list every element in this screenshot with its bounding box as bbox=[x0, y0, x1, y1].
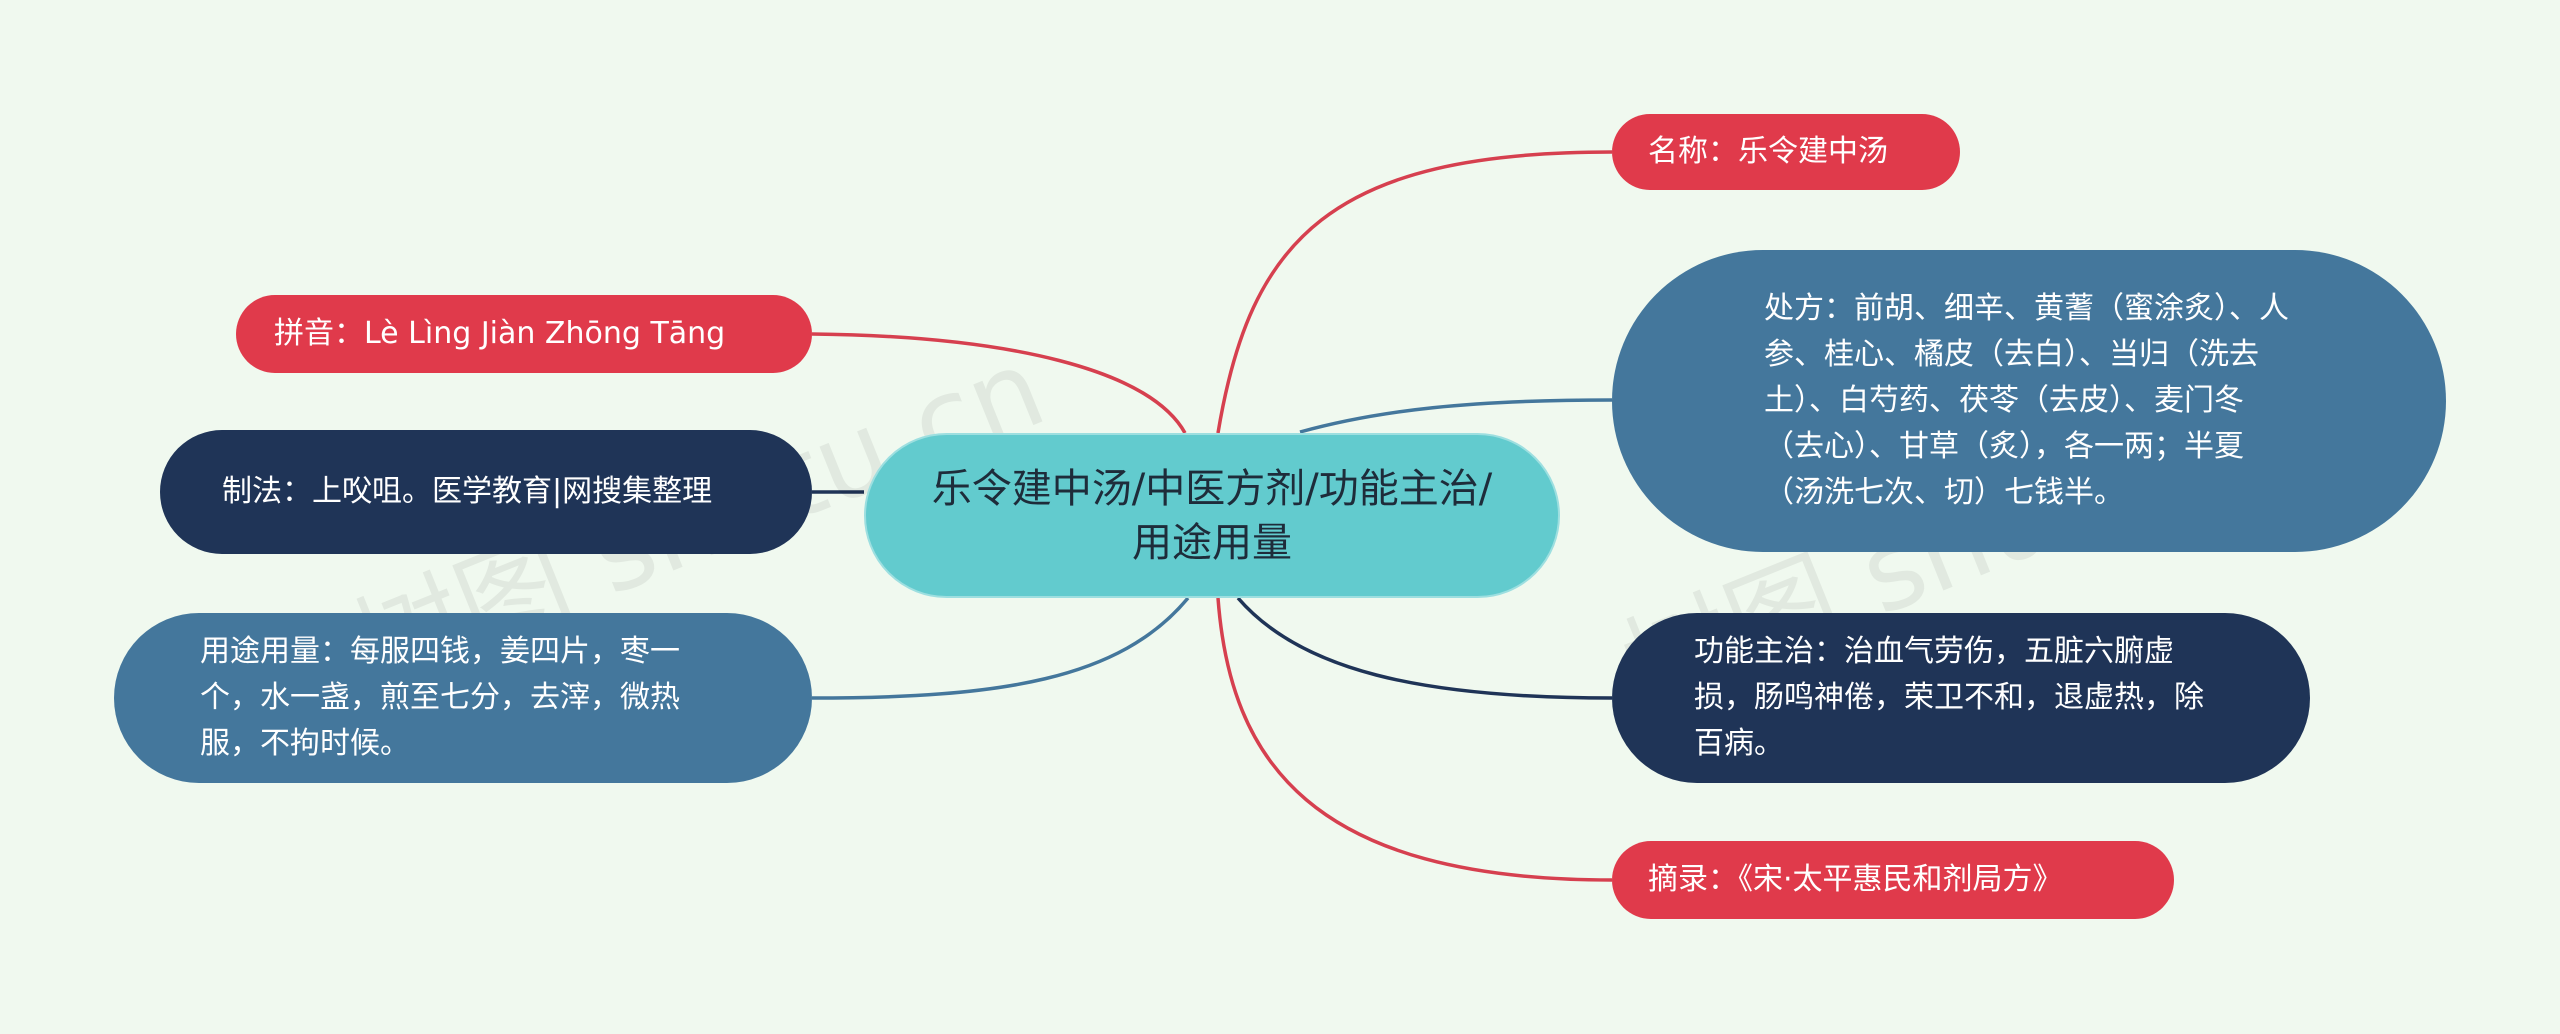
node-pinyin[interactable]: 拼音：Lè Lìng Jiàn Zhōng Tāng bbox=[236, 295, 812, 373]
central-topic-label: 乐令建中汤/中医方剂/功能主治/用途用量 bbox=[931, 465, 1493, 566]
node-method-label: 制法：上㕮咀。医学教育|网搜集整理 bbox=[222, 474, 713, 509]
node-usage[interactable]: 用途用量：每服四钱，姜四片，枣一个，水一盏，煎至七分，去滓，微热服，不拘时候。 bbox=[114, 613, 812, 783]
connector-pinyin bbox=[811, 332, 1187, 434]
connector-function bbox=[1236, 596, 1613, 700]
central-topic[interactable]: 乐令建中汤/中医方剂/功能主治/用途用量 bbox=[864, 433, 1560, 598]
node-formula[interactable]: 处方：前胡、细辛、黄蓍（蜜涂炙）、人参、桂心、橘皮（去白）、当归（洗去土）、白芍… bbox=[1612, 250, 2446, 552]
node-usage-label: 用途用量：每服四钱，姜四片，枣一个，水一盏，煎至七分，去滓，微热服，不拘时候。 bbox=[200, 634, 680, 761]
connector-name bbox=[1216, 150, 1613, 434]
node-formula-label: 处方：前胡、细辛、黄蓍（蜜涂炙）、人参、桂心、橘皮（去白）、当归（洗去土）、白芍… bbox=[1764, 291, 2289, 510]
node-name[interactable]: 名称：乐令建中汤 bbox=[1612, 114, 1960, 190]
connector-excerpt bbox=[1216, 597, 1613, 882]
node-excerpt[interactable]: 摘录：《宋·太平惠民和剂局方》 bbox=[1612, 841, 2174, 919]
node-method[interactable]: 制法：上㕮咀。医学教育|网搜集整理 bbox=[160, 430, 812, 554]
node-function[interactable]: 功能主治：治血气劳伤，五脏六腑虚损，肠鸣神倦，荣卫不和，退虚热，除百病。 bbox=[1612, 613, 2310, 783]
node-function-label: 功能主治：治血气劳伤，五脏六腑虚损，肠鸣神倦，荣卫不和，退虚热，除百病。 bbox=[1694, 634, 2204, 761]
connector-formula bbox=[1299, 398, 1613, 434]
node-excerpt-label: 摘录：《宋·太平惠民和剂局方》 bbox=[1648, 862, 2063, 897]
node-pinyin-label: 拼音：Lè Lìng Jiàn Zhōng Tāng bbox=[274, 316, 726, 351]
node-name-label: 名称：乐令建中汤 bbox=[1648, 134, 1888, 169]
connector-usage bbox=[811, 596, 1190, 700]
